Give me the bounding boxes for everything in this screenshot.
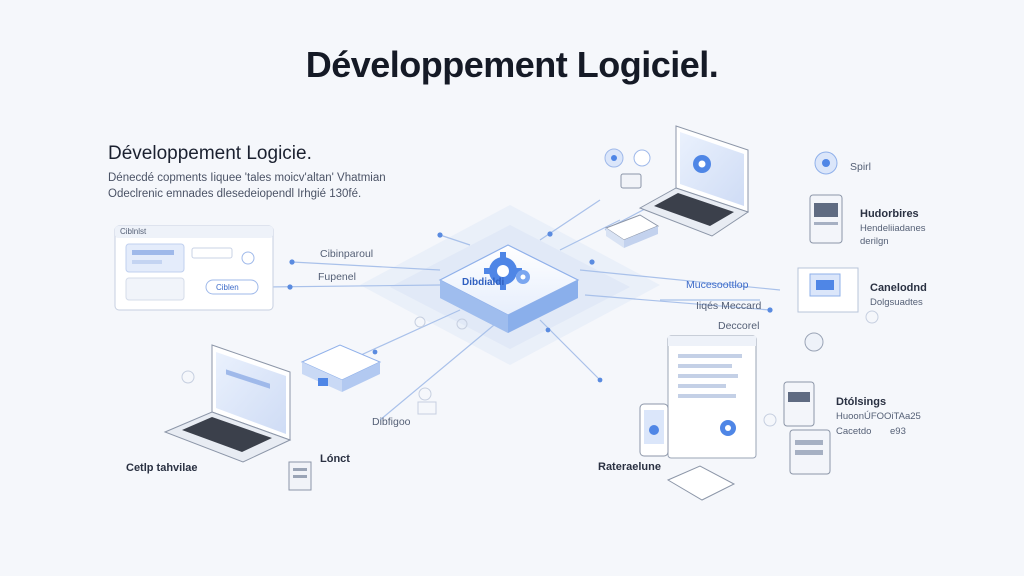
gear-icon xyxy=(484,252,530,290)
cube-cluster xyxy=(797,267,859,352)
label-right-low: Deccorel xyxy=(718,320,760,332)
label-bottom-left: Cetlp tahvilae xyxy=(126,462,198,474)
label-left-top: Cibinparoul xyxy=(320,248,374,260)
server-stack xyxy=(783,381,831,475)
label-left-mid: Fupenel xyxy=(318,271,356,283)
laptop-top xyxy=(638,125,750,237)
far-right-3-line1: HuoonÚFOOiTAa25 xyxy=(836,411,921,422)
label-bottom-right: Rateraelune xyxy=(598,461,661,473)
shield-icon xyxy=(604,148,624,168)
far-right-3-line2: Cacetdo xyxy=(836,426,872,437)
server-tower xyxy=(809,194,843,244)
document-window xyxy=(667,335,757,459)
page-title: Développement Logiciel. xyxy=(305,44,719,85)
ui-card-badge: Ciblen xyxy=(216,283,239,292)
section-description-line2: Odeclrenic emnades dlesedeiopendl Irhgié… xyxy=(108,188,362,200)
module-left xyxy=(300,344,382,392)
label-bottom-mid: Lónct xyxy=(320,453,350,465)
far-right-3-line3: e93 xyxy=(890,426,906,437)
far-right-2-line1: Dolgsuadtes xyxy=(870,297,923,308)
far-right-3-title: Dtólsings xyxy=(836,396,887,408)
label-center-low: Dibfigoo xyxy=(372,416,411,428)
phone-device xyxy=(639,403,669,457)
server-small-left xyxy=(288,461,312,491)
router-icon xyxy=(620,173,642,189)
cog-icon xyxy=(814,151,838,175)
far-right-1-line2: derilgn xyxy=(860,236,889,247)
label-right-mid: Iiqés Meccard xyxy=(696,300,762,312)
decorative-icons xyxy=(181,310,879,427)
tablet-device xyxy=(666,465,736,501)
label-top-right-small: Spirl xyxy=(850,161,872,173)
connector-dots xyxy=(287,231,773,383)
label-right-top: Mucesoottlop xyxy=(686,279,749,291)
section-description-line1: Dénecdé copments Iiquee 'tales moicv'alt… xyxy=(108,172,386,184)
far-right-1-line1: Hendeliiadanes xyxy=(860,223,926,234)
server-top-center xyxy=(604,214,660,248)
far-right-1-title: Hudorbires xyxy=(860,208,919,220)
hub-label: Dibdialdi xyxy=(462,277,505,288)
ui-card xyxy=(114,225,274,311)
laptop-bottom-left xyxy=(163,344,292,463)
globe-icon xyxy=(633,149,651,167)
far-right-2-title: Canelodnd xyxy=(870,282,927,294)
section-heading: Développement Logicie. xyxy=(108,143,312,164)
ui-card-tab: Ciblnlst xyxy=(120,227,147,236)
